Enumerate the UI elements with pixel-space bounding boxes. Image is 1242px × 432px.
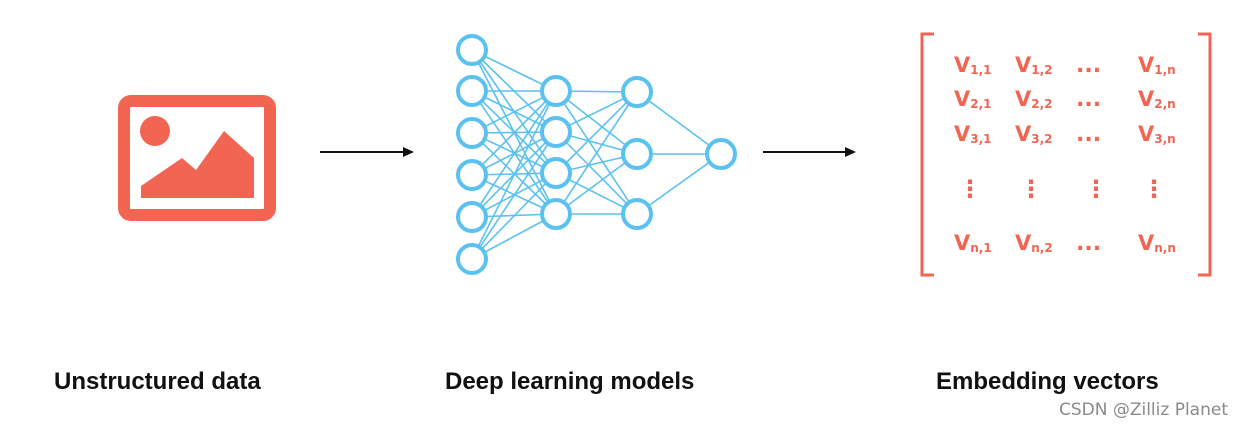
matrix-entry: Vn,n [1138, 231, 1176, 255]
network-node [456, 201, 488, 233]
image-icon [118, 95, 276, 221]
network-node [456, 117, 488, 149]
matrix-entry: ... [1076, 122, 1101, 147]
network-edge [555, 90, 638, 155]
network-edge [471, 90, 557, 176]
caption-embedding-vectors: Embedding vectors [936, 368, 1159, 395]
matrix-entry: V1,2 [1015, 53, 1053, 77]
network-node [456, 34, 488, 66]
matrix-entry: ⋮ [1019, 175, 1043, 203]
network-node [621, 198, 653, 230]
network-node [705, 138, 737, 170]
matrix-entry: V2,1 [954, 87, 992, 111]
watermark: CSDN @Zilliz Planet [1058, 400, 1228, 420]
matrix-entry: ... [1076, 87, 1101, 112]
network-edge [471, 90, 557, 260]
network-node [540, 116, 572, 148]
matrix-right-bracket [1198, 32, 1212, 277]
network-node [621, 76, 653, 108]
matrix-entry: ... [1076, 53, 1101, 78]
embedding-matrix: V1,1 V1,2... V1,nV2,1 V2,2... V2,nV3,1 V3,2..… [954, 53, 1176, 256]
network-node [456, 75, 488, 107]
matrix-entry: Vn,1 [954, 231, 992, 255]
image-icon-sun [140, 116, 170, 146]
network-edge [555, 91, 638, 174]
network-edges [471, 49, 722, 260]
network-edge [555, 131, 638, 215]
network-node [540, 198, 572, 230]
matrix-entry: V1,n [1138, 53, 1176, 77]
network-node [540, 157, 572, 189]
matrix-entry: V1,1 [954, 53, 992, 77]
network-node [621, 138, 653, 170]
network-edge [471, 172, 557, 260]
matrix-entry: V3,n [1138, 122, 1176, 146]
matrix-entry: V2,2 [1015, 87, 1053, 111]
image-icon-mountains [141, 131, 254, 198]
matrix-entry: V3,1 [954, 122, 992, 146]
network-edge [471, 131, 557, 260]
network-nodes [456, 34, 737, 275]
network-edge [471, 90, 557, 218]
matrix-entry: V2,n [1138, 87, 1176, 111]
caption-deep-learning-models: Deep learning models [445, 368, 695, 395]
caption-unstructured-data: Unstructured data [54, 368, 261, 395]
arrow-icon-1 [320, 147, 414, 157]
arrow-icon-2 [763, 147, 856, 157]
network-edge [555, 153, 638, 215]
network-edge [636, 153, 722, 215]
neural-network-icon [456, 34, 737, 275]
network-edge [636, 91, 722, 155]
network-node [540, 75, 572, 107]
image-icon-frame [118, 95, 276, 221]
matrix-entry: ⋮ [1142, 175, 1166, 203]
network-node [456, 243, 488, 275]
matrix-entry: ... [1076, 231, 1101, 256]
network-node [456, 159, 488, 191]
matrix-entry: ⋮ [1084, 175, 1108, 203]
network-edge [555, 91, 638, 215]
matrix-entry: Vn,2 [1015, 231, 1053, 255]
matrix-entry: ⋮ [958, 175, 982, 203]
matrix-left-bracket [920, 32, 934, 277]
matrix-entry: V3,2 [1015, 122, 1053, 146]
